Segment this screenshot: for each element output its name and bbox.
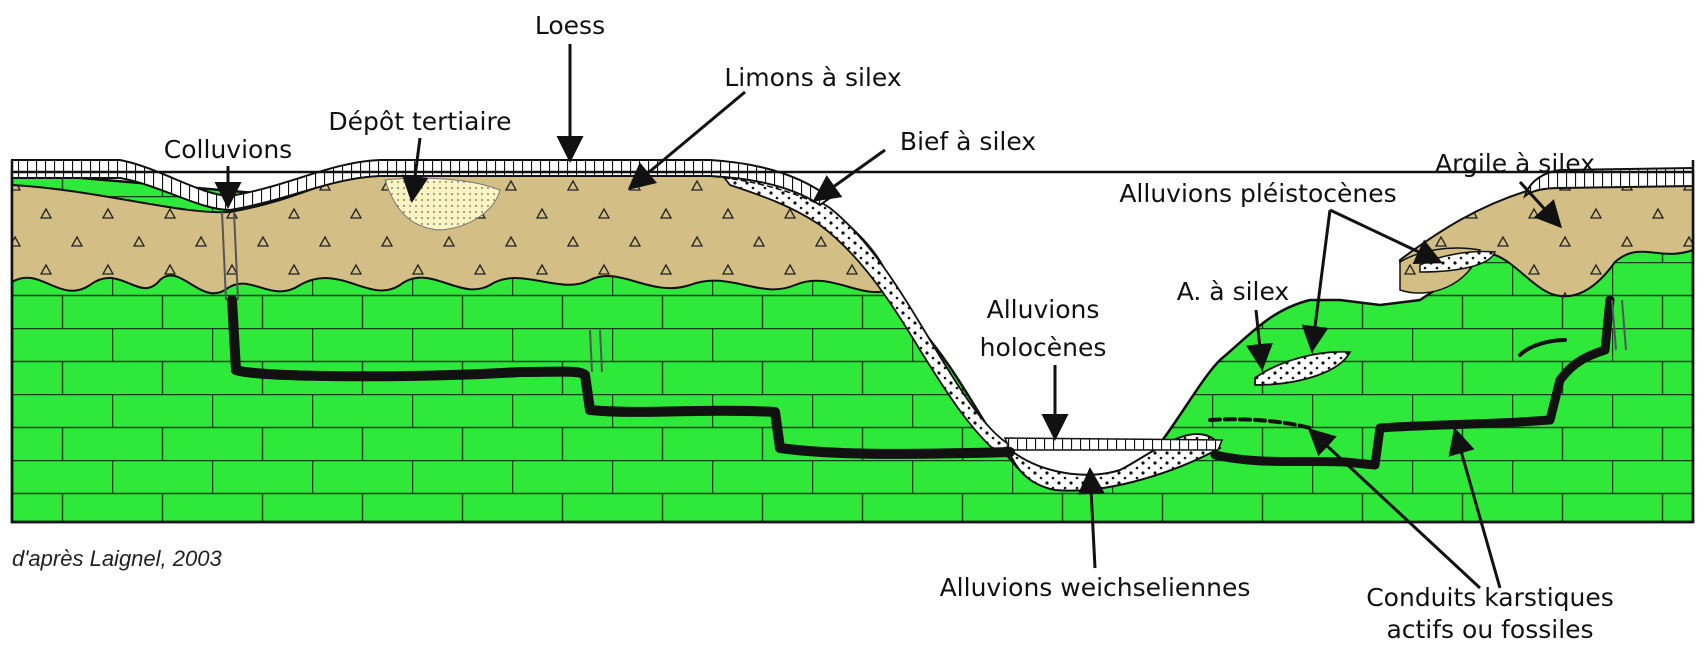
label-alluvions-pleistocenes: Alluvions pléistocènes <box>1119 179 1396 208</box>
label-alluvions-holocenes-2: holocènes <box>980 333 1107 362</box>
label-colluvions: Colluvions <box>164 135 292 164</box>
label-loess: Loess <box>535 11 605 40</box>
label-alluvions-weichseliennes: Alluvions weichseliennes <box>940 573 1251 602</box>
credit-text: d'après Laignel, 2003 <box>12 546 222 571</box>
label-limons-a-silex: Limons à silex <box>724 63 901 92</box>
label-alluvions-holocenes-1: Alluvions <box>987 295 1100 324</box>
alluvions-holocenes <box>1005 438 1222 450</box>
label-depot-tertiaire: Dépôt tertiaire <box>328 107 511 136</box>
label-bief-a-silex: Bief à silex <box>900 127 1036 156</box>
label-conduits-karstiques-1: Conduits karstiques <box>1366 583 1614 612</box>
label-conduits-karstiques-2: actifs ou fossiles <box>1386 615 1593 644</box>
label-a-a-silex: A. à silex <box>1177 277 1289 306</box>
label-argile-a-silex: Argile à silex <box>1435 149 1595 178</box>
